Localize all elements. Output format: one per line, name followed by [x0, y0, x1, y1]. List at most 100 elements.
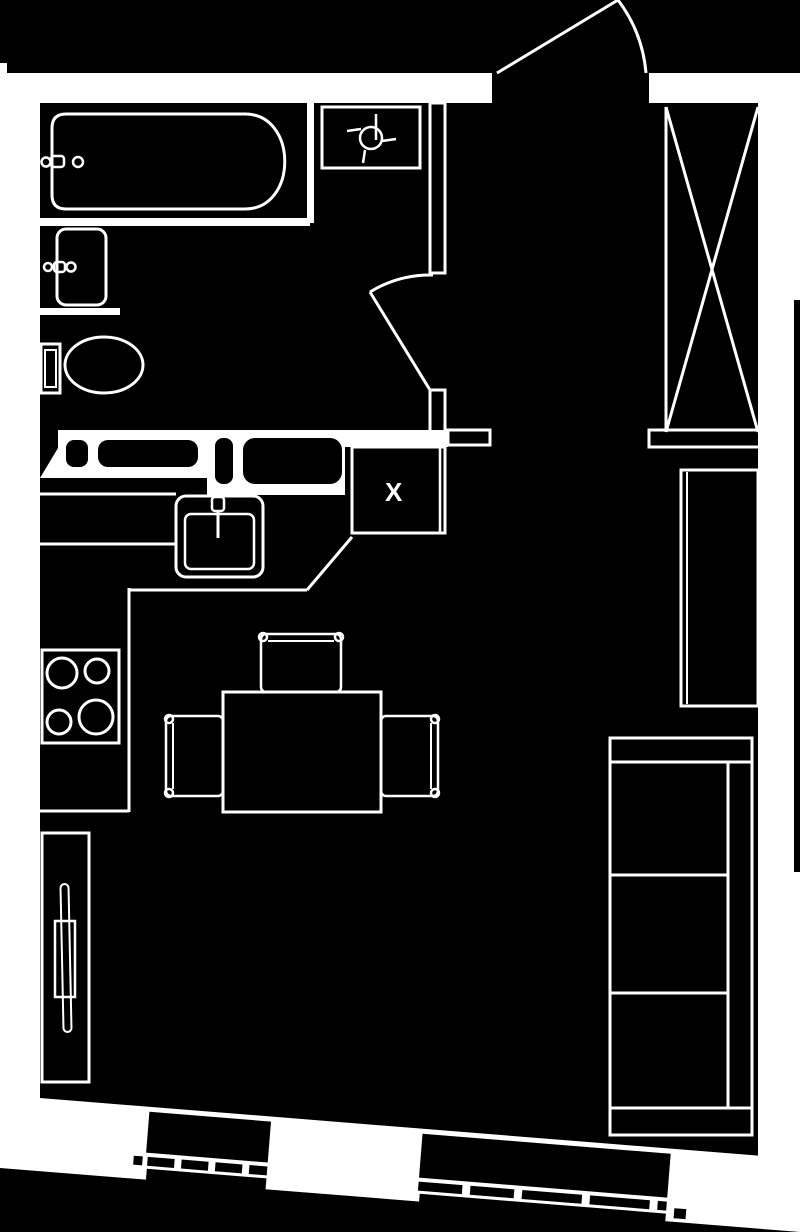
window-pane-lower — [145, 1168, 267, 1196]
cabinet-slot — [66, 440, 88, 467]
bathroom-door-swing-arc — [369, 273, 434, 294]
burner — [77, 698, 115, 736]
chair-knob — [257, 631, 269, 643]
window-frame-dash — [673, 1208, 687, 1220]
basin-outline — [55, 227, 108, 307]
top-wall-left — [0, 73, 492, 103]
entry-door — [496, 0, 648, 75]
burner — [45, 708, 73, 736]
shaft-label: X — [385, 477, 403, 507]
bathroom-door — [368, 273, 434, 391]
chair-icon-left — [163, 713, 225, 799]
right-wall — [758, 103, 800, 1213]
desk-outline — [679, 468, 760, 708]
top-wall-right — [649, 73, 800, 103]
washing-machine-icon — [320, 105, 422, 170]
counter-cabinet-slots — [66, 438, 342, 484]
tub-divider-bottom — [40, 218, 310, 226]
left-wall — [0, 73, 40, 1103]
window-frame-dash — [180, 1159, 209, 1171]
sideboard-outline — [40, 831, 91, 1084]
cabinet-slot — [243, 438, 342, 484]
window-wall-icon — [133, 1111, 687, 1232]
top-left-corner-tick — [0, 63, 7, 73]
sink-divider-bottom — [40, 308, 120, 315]
chair-knob — [429, 713, 441, 725]
stove-burners-icon — [40, 648, 121, 745]
bathtub-outline — [50, 112, 287, 211]
burner — [45, 656, 79, 690]
basin-tap-body — [52, 260, 67, 274]
washer-blade-left — [346, 127, 362, 133]
window-frame-dash — [469, 1185, 515, 1199]
shaft-box — [350, 445, 447, 535]
wardrobe-cross-icon — [664, 106, 760, 433]
bathroom — [39, 103, 422, 395]
cabinet-slot — [215, 438, 233, 484]
burner — [83, 657, 111, 685]
dining-set — [163, 631, 441, 814]
bath-sink-icon — [42, 227, 108, 307]
chair-knob — [163, 713, 175, 725]
window-pane-upper — [418, 1133, 671, 1198]
bottom-window-wall — [0, 1060, 800, 1232]
wardrobe — [647, 106, 762, 449]
cabinet-slot — [98, 440, 198, 467]
window-frame-dash — [214, 1162, 243, 1174]
window-frame-dash — [248, 1165, 268, 1176]
chair-outline — [259, 632, 343, 694]
kitchen-sink-icon — [174, 494, 265, 579]
bathroom-door-leaf — [368, 291, 432, 391]
sideboard-ironing-icon — [40, 831, 91, 1084]
wardrobe-base — [647, 428, 762, 449]
washer-box — [320, 105, 422, 170]
dining-table-icon — [221, 690, 383, 814]
ironing-board-center — [53, 919, 77, 999]
tub-faucet-body — [49, 154, 66, 169]
bathroom-wall-stub-upper — [428, 101, 447, 275]
basin-tap-1 — [42, 261, 54, 273]
window-pane-lower — [418, 1193, 666, 1232]
hall-wall-solid — [345, 430, 448, 447]
toilet-tank-inner — [44, 349, 57, 388]
chair-icon-right — [379, 713, 441, 799]
chair-outline — [379, 714, 440, 798]
hall-wall-outlined — [446, 428, 492, 447]
bathtub-icon — [40, 112, 287, 211]
tub-drain — [40, 156, 52, 168]
toilet-tank — [39, 342, 62, 395]
shaft-x-icon: X — [350, 445, 447, 535]
shelf-outline — [608, 736, 754, 1137]
window-frame-dash — [521, 1189, 583, 1204]
chair-knob — [163, 787, 175, 799]
kitchen: X — [33, 430, 447, 813]
window-frame-dash — [589, 1195, 650, 1210]
window-frame-dash — [133, 1155, 143, 1166]
tub-divider-right — [307, 103, 314, 223]
counter-front-diagonal — [305, 536, 354, 591]
right-wall-outer-gap — [794, 300, 800, 872]
chair-icon-top — [257, 631, 345, 694]
window-frame-dash — [417, 1181, 463, 1195]
toilet-icon — [39, 335, 145, 395]
chair-outline — [164, 714, 225, 798]
bathroom-wall-stub-lower — [428, 388, 447, 434]
shelf-unit-icon — [608, 736, 754, 1137]
entry-door-leaf — [496, 0, 619, 75]
washer-blade-bottom — [361, 149, 367, 164]
window-pane-upper — [146, 1111, 272, 1163]
window-frame-dash — [147, 1156, 175, 1168]
entry-door-swing-arc — [616, 0, 648, 74]
ironing-board — [59, 883, 73, 1033]
basin-tap-2 — [65, 261, 77, 273]
window-frame-dash — [657, 1200, 667, 1211]
toilet-bowl — [63, 335, 145, 395]
sink-faucet-base — [210, 495, 226, 513]
washer-blade-right — [381, 137, 397, 143]
stove-outline — [40, 648, 121, 745]
chair-knob — [333, 631, 345, 643]
tub-faucet-knob — [71, 155, 85, 169]
washer-drum — [358, 125, 384, 151]
